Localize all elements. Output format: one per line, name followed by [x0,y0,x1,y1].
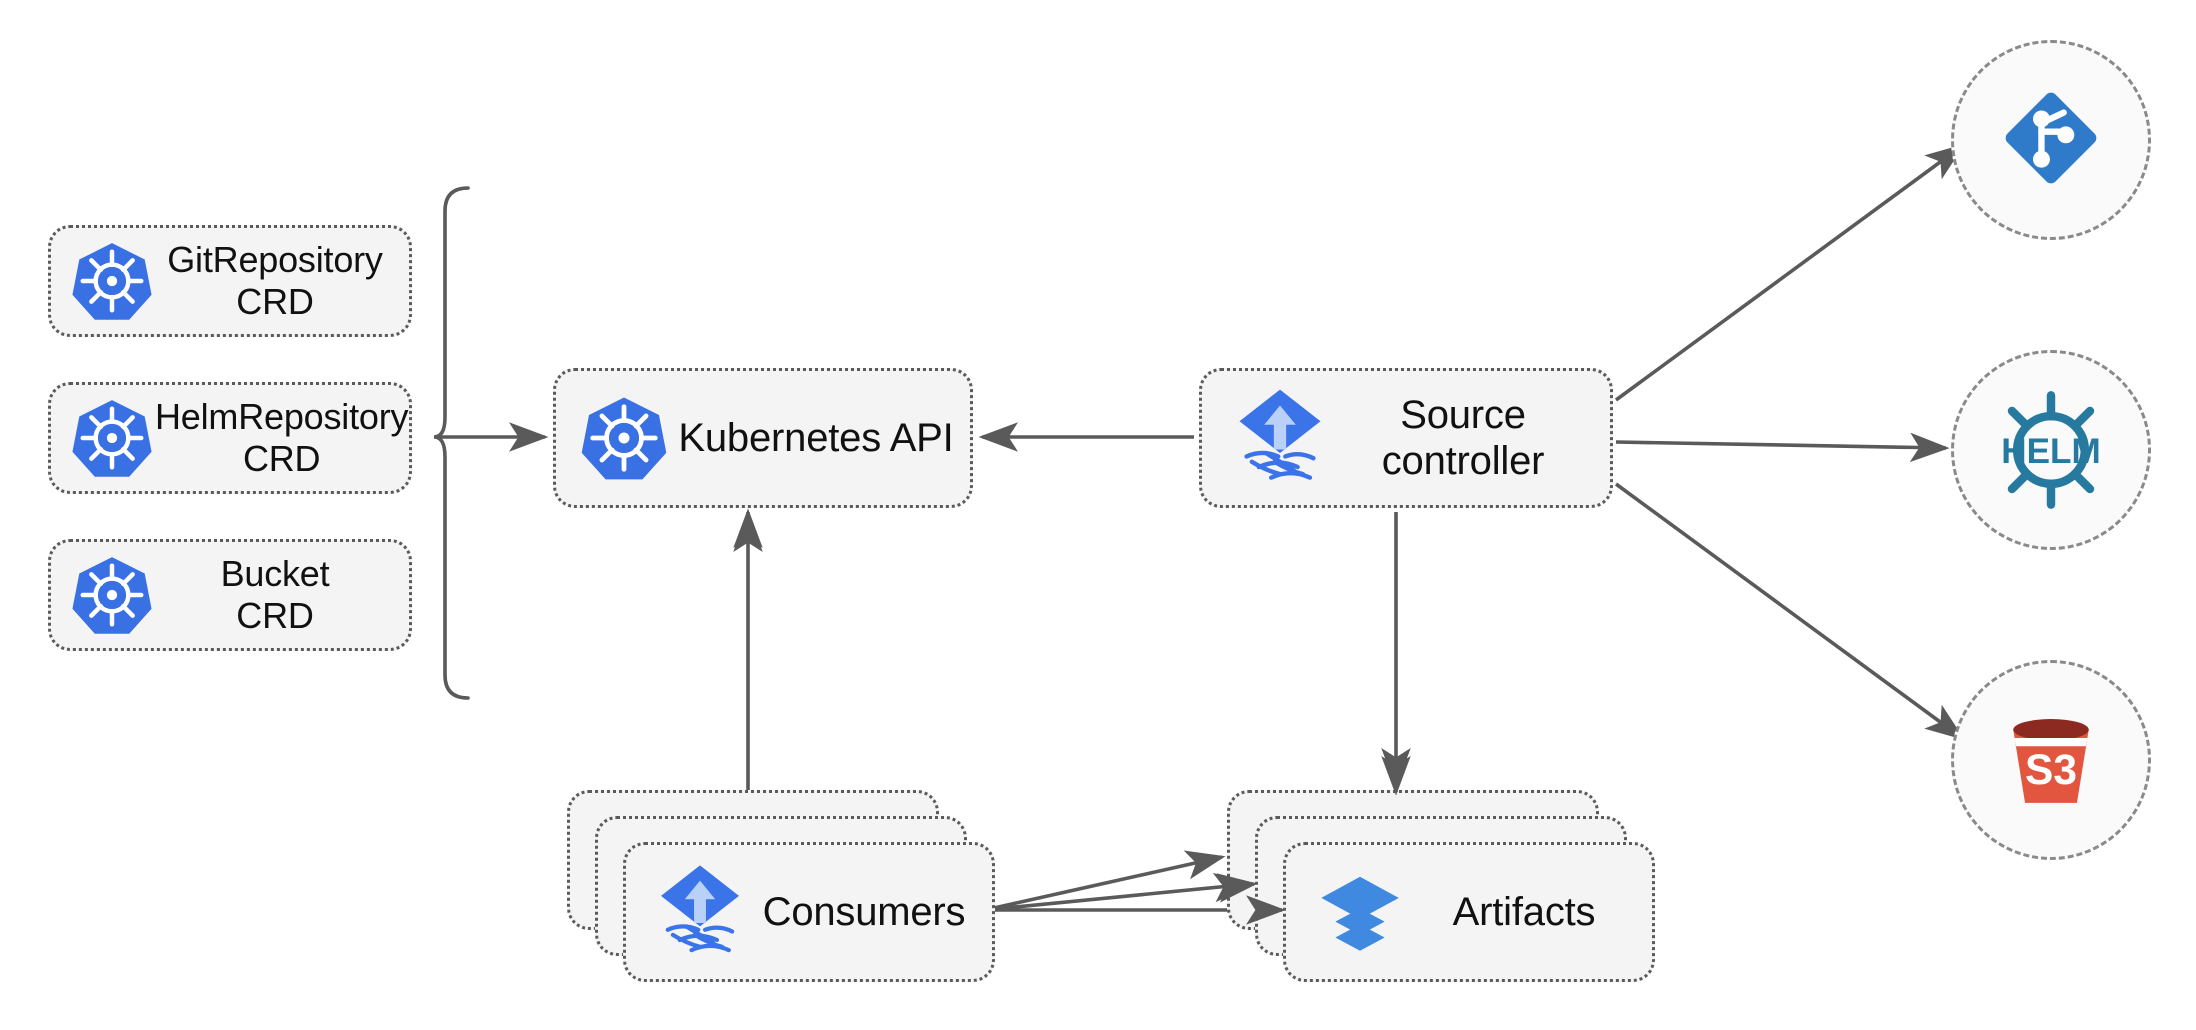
crd-card-bucket[interactable]: Bucket CRD [48,539,412,651]
source-controller-node[interactable]: Source controller [1199,368,1613,508]
source-controller-label: Source controller [1381,392,1545,483]
edge-consumers-to-artifacts-back [984,850,1226,912]
s3-icon: S3 [1992,699,2110,822]
kubernetes-icon [578,392,670,484]
external-source-git[interactable] [1951,40,2151,240]
s3-wordmark: S3 [2025,746,2077,793]
edge-source-controller-to-git [1614,143,1965,402]
crd-label-helmrepository: HelmRepository CRD [155,396,409,479]
consumers-node[interactable]: Consumers [623,842,995,982]
crd-label-bucket: Bucket CRD [220,553,330,636]
layers-icon [1316,864,1404,960]
helm-icon: HELM [1986,385,2116,515]
crd-card-gitrepository[interactable]: GitRepository CRD [48,225,412,337]
kubernetes-icon [69,238,155,324]
helm-wordmark: HELM [2001,432,2100,471]
edge-source-controller-to-helm [1615,432,1950,463]
kubernetes-icon [69,552,155,638]
artifacts-node[interactable]: Artifacts [1283,842,1655,982]
kubernetes-icon [69,395,155,481]
flux-icon [656,864,744,960]
artifacts-label: Artifacts [1452,889,1596,934]
consumers-label: Consumers [762,889,966,934]
crd-label-gitrepository: GitRepository CRD [167,239,383,322]
external-source-helm[interactable]: HELM [1951,350,2151,550]
git-icon [1998,85,2104,196]
crd-card-helmrepository[interactable]: HelmRepository CRD [48,382,412,494]
edge-source-controller-to-s3 [1614,482,1965,741]
crd-group-bracket [433,186,470,700]
flux-icon [1236,388,1324,488]
kubernetes-api-node[interactable]: Kubernetes API [553,368,973,508]
edge-consumers-to-artifacts-mid [984,872,1254,912]
kubernetes-api-label: Kubernetes API [678,415,954,460]
external-source-s3[interactable]: S3 [1951,660,2151,860]
